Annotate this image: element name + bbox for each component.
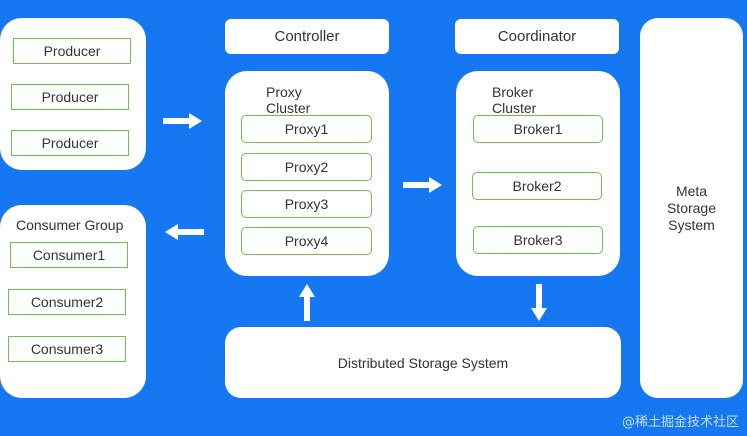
meta-storage-line2: Storage <box>666 200 717 216</box>
meta-storage-line3: System <box>668 217 715 233</box>
proxy-box-3: Proxy3 <box>241 190 372 218</box>
coordinator-box: Coordinator <box>455 19 619 54</box>
arrow-producer-to-proxy-icon <box>163 113 202 129</box>
proxy-box-1: Proxy1 <box>241 115 372 143</box>
consumer-group-panel: Consumer Group Consumer1 Consumer2 Consu… <box>0 205 146 398</box>
broker-cluster-panel: Broker Cluster Broker1 Broker2 Broker3 <box>456 71 620 276</box>
broker-cluster-title-line1: Broker <box>492 84 534 100</box>
broker-cluster-title-line2: Cluster <box>492 100 537 116</box>
distributed-storage-panel: Distributed Storage System <box>225 327 621 398</box>
controller-box: Controller <box>225 19 389 54</box>
consumer-box-2: Consumer2 <box>8 289 126 315</box>
distributed-storage-label: Distributed Storage System <box>337 354 509 371</box>
broker-box-3: Broker3 <box>473 226 603 254</box>
broker-box-2: Broker2 <box>472 172 602 200</box>
producer-box-2: Producer <box>11 84 129 110</box>
producer-panel: Producer Producer Producer <box>0 18 146 170</box>
meta-storage-panel: Meta Storage System <box>640 18 743 398</box>
arrow-storage-to-proxy-icon <box>299 284 315 321</box>
proxy-box-2: Proxy2 <box>241 153 372 181</box>
arrow-broker-to-storage-icon <box>531 284 547 321</box>
proxy-cluster-title-line2: Cluster <box>266 100 311 116</box>
proxy-box-4: Proxy4 <box>241 227 372 255</box>
consumer-group-title: Consumer Group <box>16 217 124 233</box>
watermark: @稀土掘金技术社区 <box>621 415 739 430</box>
arrow-proxy-to-consumer-icon <box>165 224 204 240</box>
proxy-cluster-title-line1: Proxy <box>266 84 302 100</box>
consumer-box-1: Consumer1 <box>10 242 128 268</box>
consumer-box-3: Consumer3 <box>8 336 126 362</box>
meta-storage-label: Meta Storage System <box>640 183 743 234</box>
meta-storage-line1: Meta <box>675 183 708 199</box>
producer-box-3: Producer <box>11 130 129 156</box>
producer-box-1: Producer <box>13 38 131 64</box>
broker-box-1: Broker1 <box>473 115 603 143</box>
proxy-cluster-panel: Proxy Cluster Proxy1 Proxy2 Proxy3 Proxy… <box>225 71 389 276</box>
arrow-proxy-to-broker-icon <box>403 177 442 193</box>
